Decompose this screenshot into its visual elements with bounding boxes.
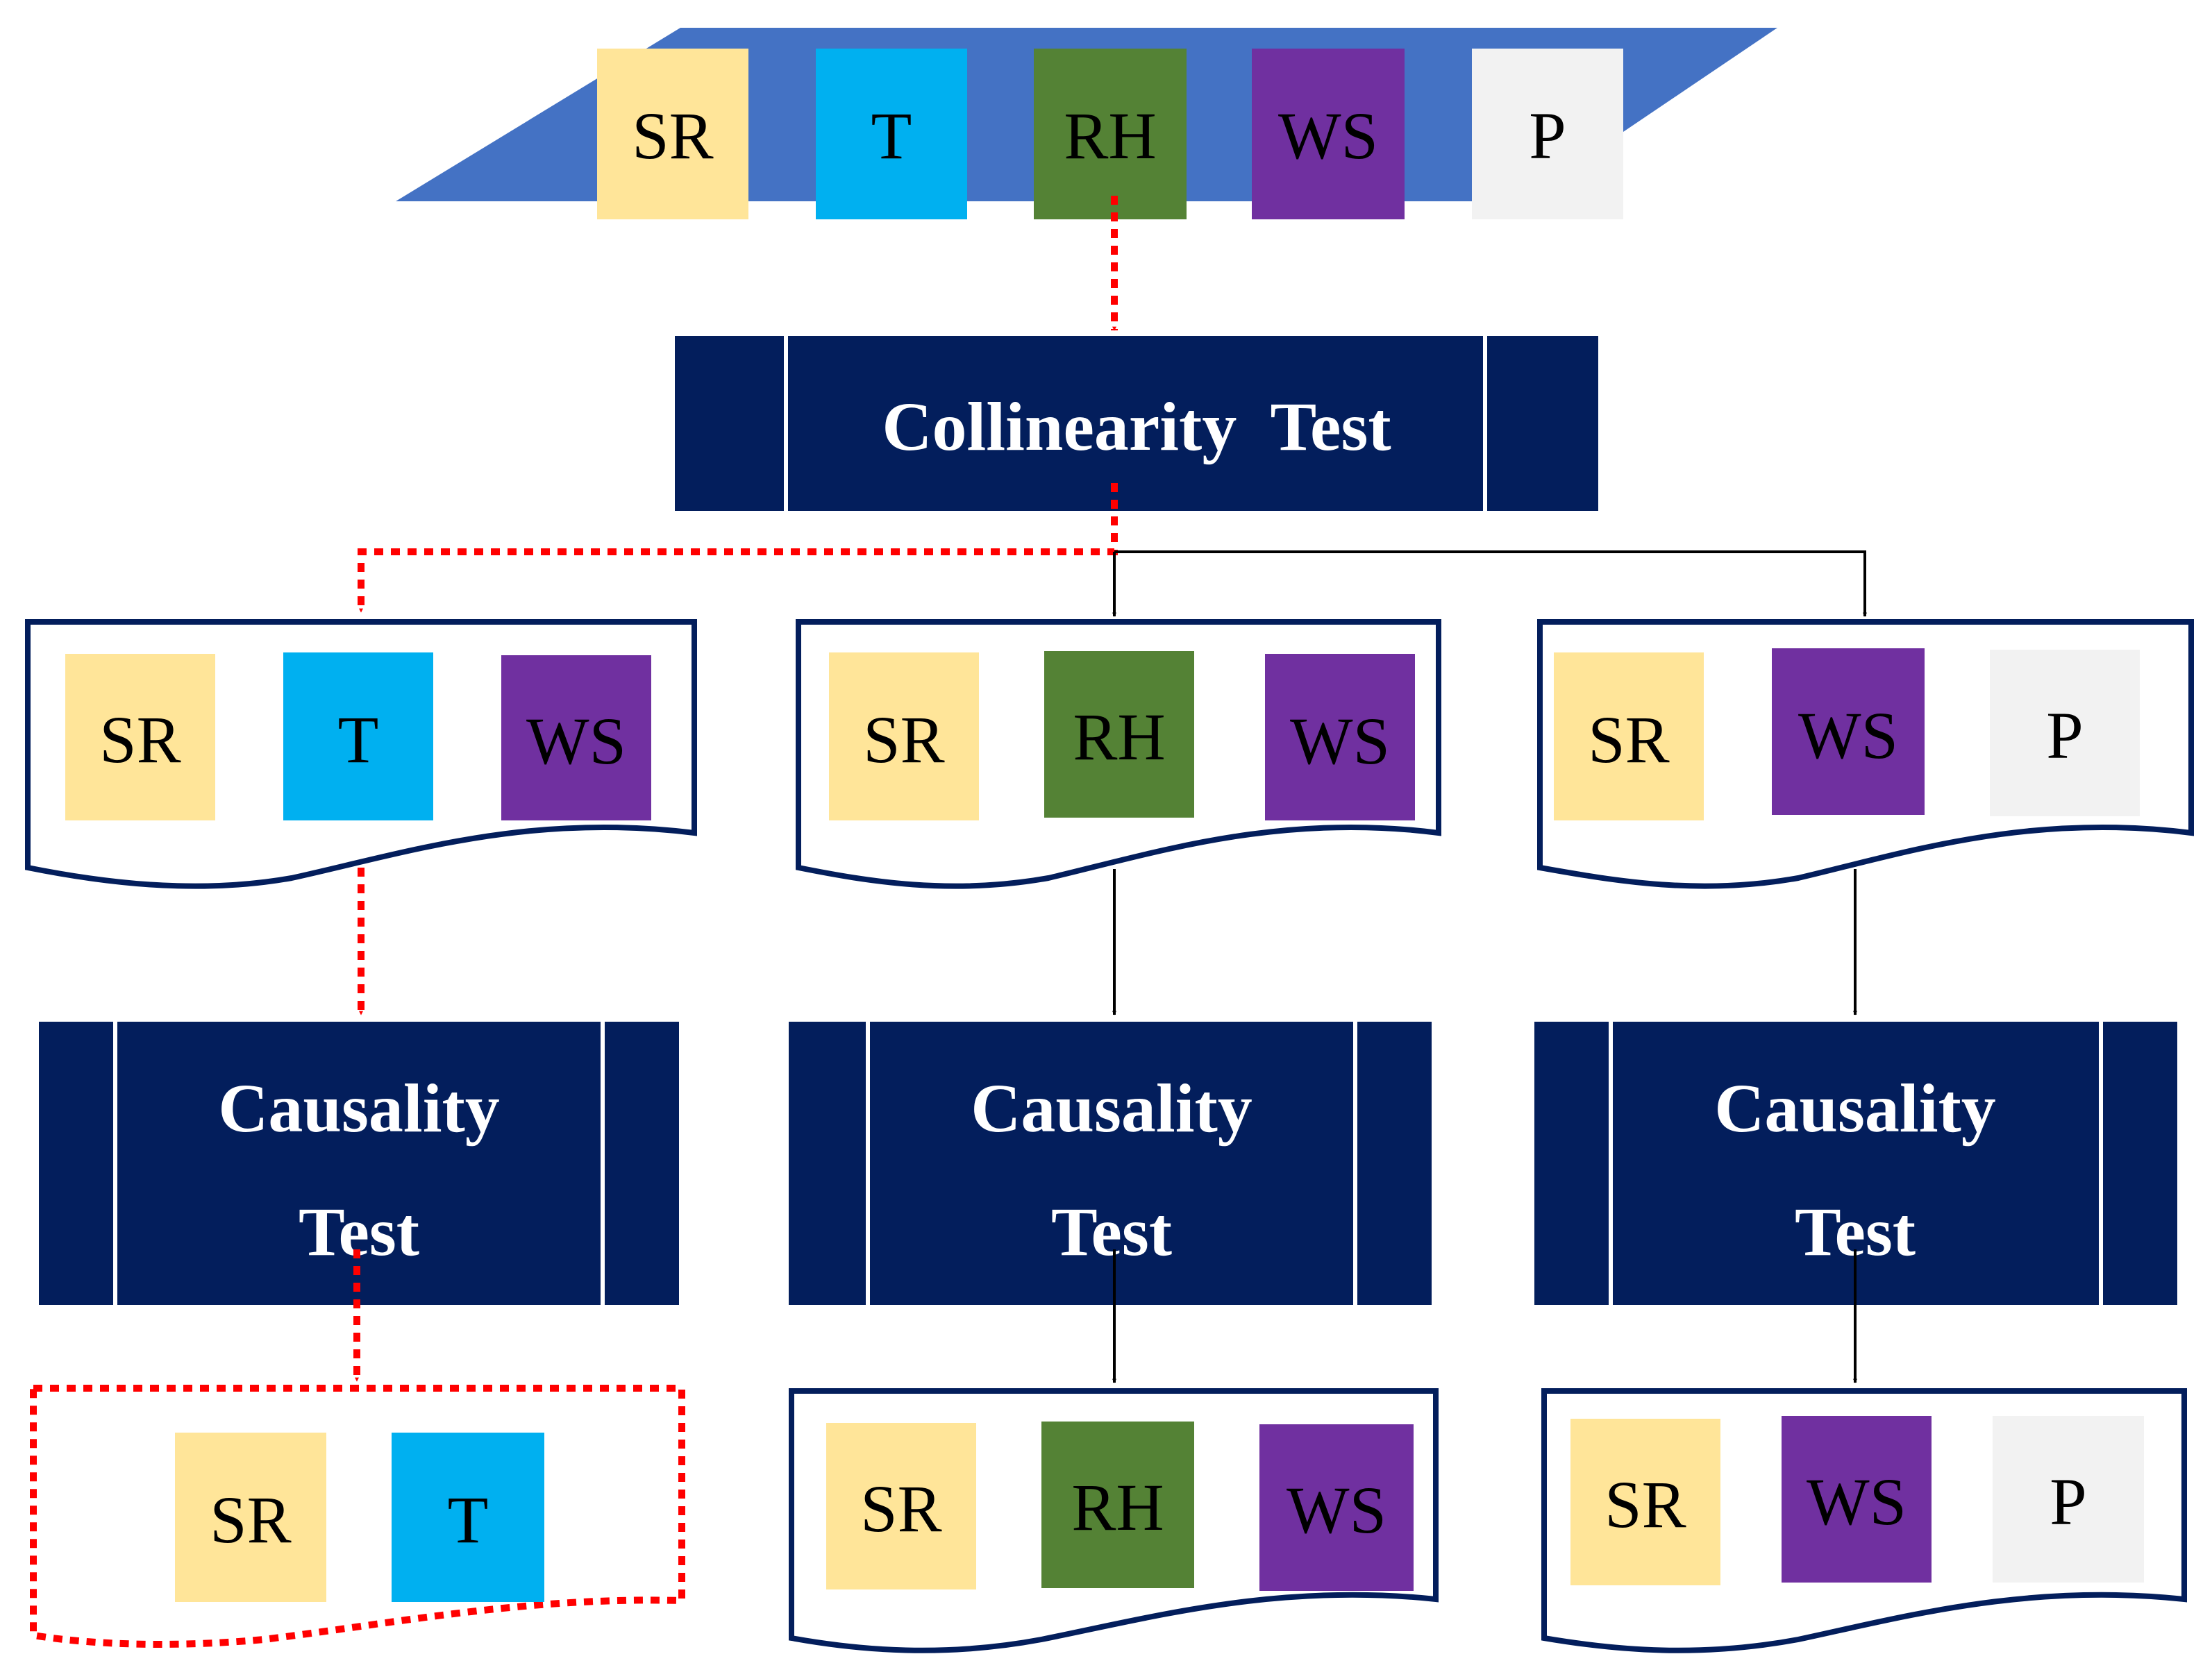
result-3-tiles: SR WS P [1570,1416,2144,1585]
result-2-tile-ws [1259,1424,1414,1591]
subset-1-tile-ws [501,655,651,820]
subset-3-tile-p [1990,650,2140,816]
result-1-tile-sr-label: SR [210,1483,291,1557]
subset-1-tile-sr-label: SR [99,702,181,777]
subset-1-tile-ws-label: WS [526,704,626,778]
causality-test-2-label-line2: Test [1051,1193,1172,1270]
input-tile-t-label: T [871,99,912,173]
result-2-tile-rh [1041,1422,1194,1588]
causality-test-2-label-line1: Causality [971,1070,1252,1147]
result-2-tile-sr-label: SR [860,1471,941,1546]
subset-3-tile-ws [1772,648,1925,815]
subset-2-tile-sr-label: SR [863,702,944,777]
result-1-tile-t-label: T [448,1483,489,1557]
input-tile-ws [1252,49,1405,219]
subset-1-tiles: SR T WS [65,652,651,820]
input-tile-rh-label: RH [1064,99,1156,173]
causality-test-3-label-line1: Causality [1714,1070,1996,1147]
input-variable-tiles: SR T RH WS P [597,49,1623,219]
result-3-tile-p [1993,1416,2144,1583]
result-1-tile-sr [175,1433,326,1602]
result-document-1-selected [30,1385,685,1648]
subset-1-tile-sr [65,654,215,820]
subset-2-tile-ws-label: WS [1290,704,1390,778]
subset-3-tile-p-label: P [2046,698,2083,773]
subset-3-tile-ws-label: WS [1798,698,1898,773]
arrow-collinearity-to-subset-1 [358,483,1118,613]
causality-test-1-label-line2: Test [299,1193,419,1270]
subset-3-tile-sr-label: SR [1588,702,1669,777]
result-3-tile-p-label: P [2050,1465,2086,1539]
result-2-tile-rh-label: RH [1071,1470,1164,1544]
subset-1-tile-t [283,652,433,820]
causality-test-1-label-line1: Causality [218,1070,500,1147]
input-tile-rh [1034,49,1187,219]
collinearity-test-box: Collinearity Test [675,336,1598,511]
collinearity-test-label: Collinearity Test [882,388,1391,465]
subset-2-tile-rh [1044,651,1194,818]
result-3-tile-ws [1782,1416,1932,1583]
input-tile-ws-label: WS [1278,99,1378,173]
subset-1-tile-t-label: T [338,702,379,777]
causality-test-box-2: Causality Test [789,1022,1432,1305]
result-1-tile-t [392,1433,544,1602]
input-tile-p-label: P [1529,99,1566,173]
result-3-tile-sr [1570,1419,1720,1585]
subset-3-tile-sr [1554,652,1704,820]
causality-test-box-1: Causality Test [39,1022,679,1305]
subset-2-tile-sr [829,652,979,820]
result-2-tile-sr [826,1423,976,1589]
input-tile-t [816,49,967,219]
result-3-tile-sr-label: SR [1604,1467,1686,1542]
result-3-tile-ws-label: WS [1807,1465,1907,1539]
subset-2-tile-rh-label: RH [1073,700,1165,774]
arrow-collinearity-to-subset-3 [1114,550,1867,617]
result-1-tiles: SR T [175,1433,544,1602]
input-tile-sr [597,49,748,219]
subset-2-tile-ws [1265,654,1415,820]
result-2-tile-ws-label: WS [1287,1473,1386,1547]
subset-3-tiles: SR WS P [1554,648,2140,820]
result-2-tiles: SR RH WS [826,1422,1414,1591]
subset-2-tiles: SR RH WS [829,651,1415,820]
input-tile-p [1472,49,1623,219]
input-tile-sr-label: SR [632,99,713,173]
